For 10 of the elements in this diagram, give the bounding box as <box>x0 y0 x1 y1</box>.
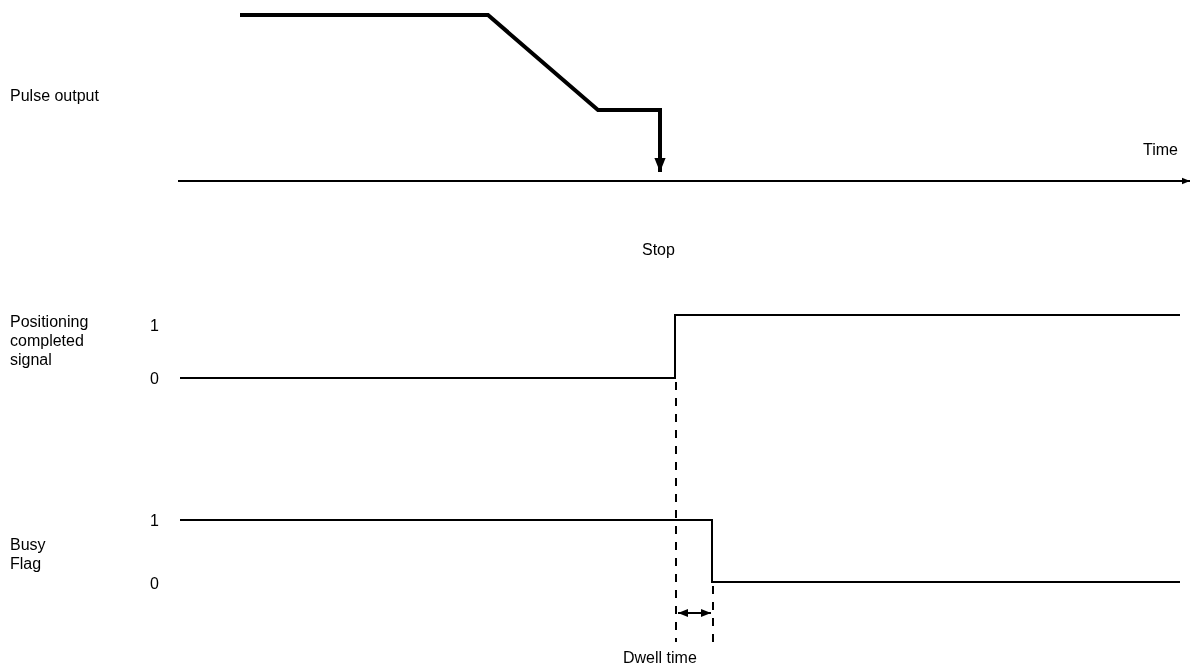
level-label: 0 <box>150 369 159 388</box>
axis-label: Time <box>1143 140 1178 159</box>
signal-name: Positioning completed signal <box>10 312 90 369</box>
dimension-label: Dwell time <box>623 648 697 667</box>
signal-name: Pulse output <box>10 86 99 105</box>
level-label: 0 <box>150 574 159 593</box>
signal-name: Busy Flag <box>10 535 47 573</box>
level-label: 1 <box>150 511 159 530</box>
event-label: Stop <box>642 240 675 259</box>
level-label: 1 <box>150 316 159 335</box>
